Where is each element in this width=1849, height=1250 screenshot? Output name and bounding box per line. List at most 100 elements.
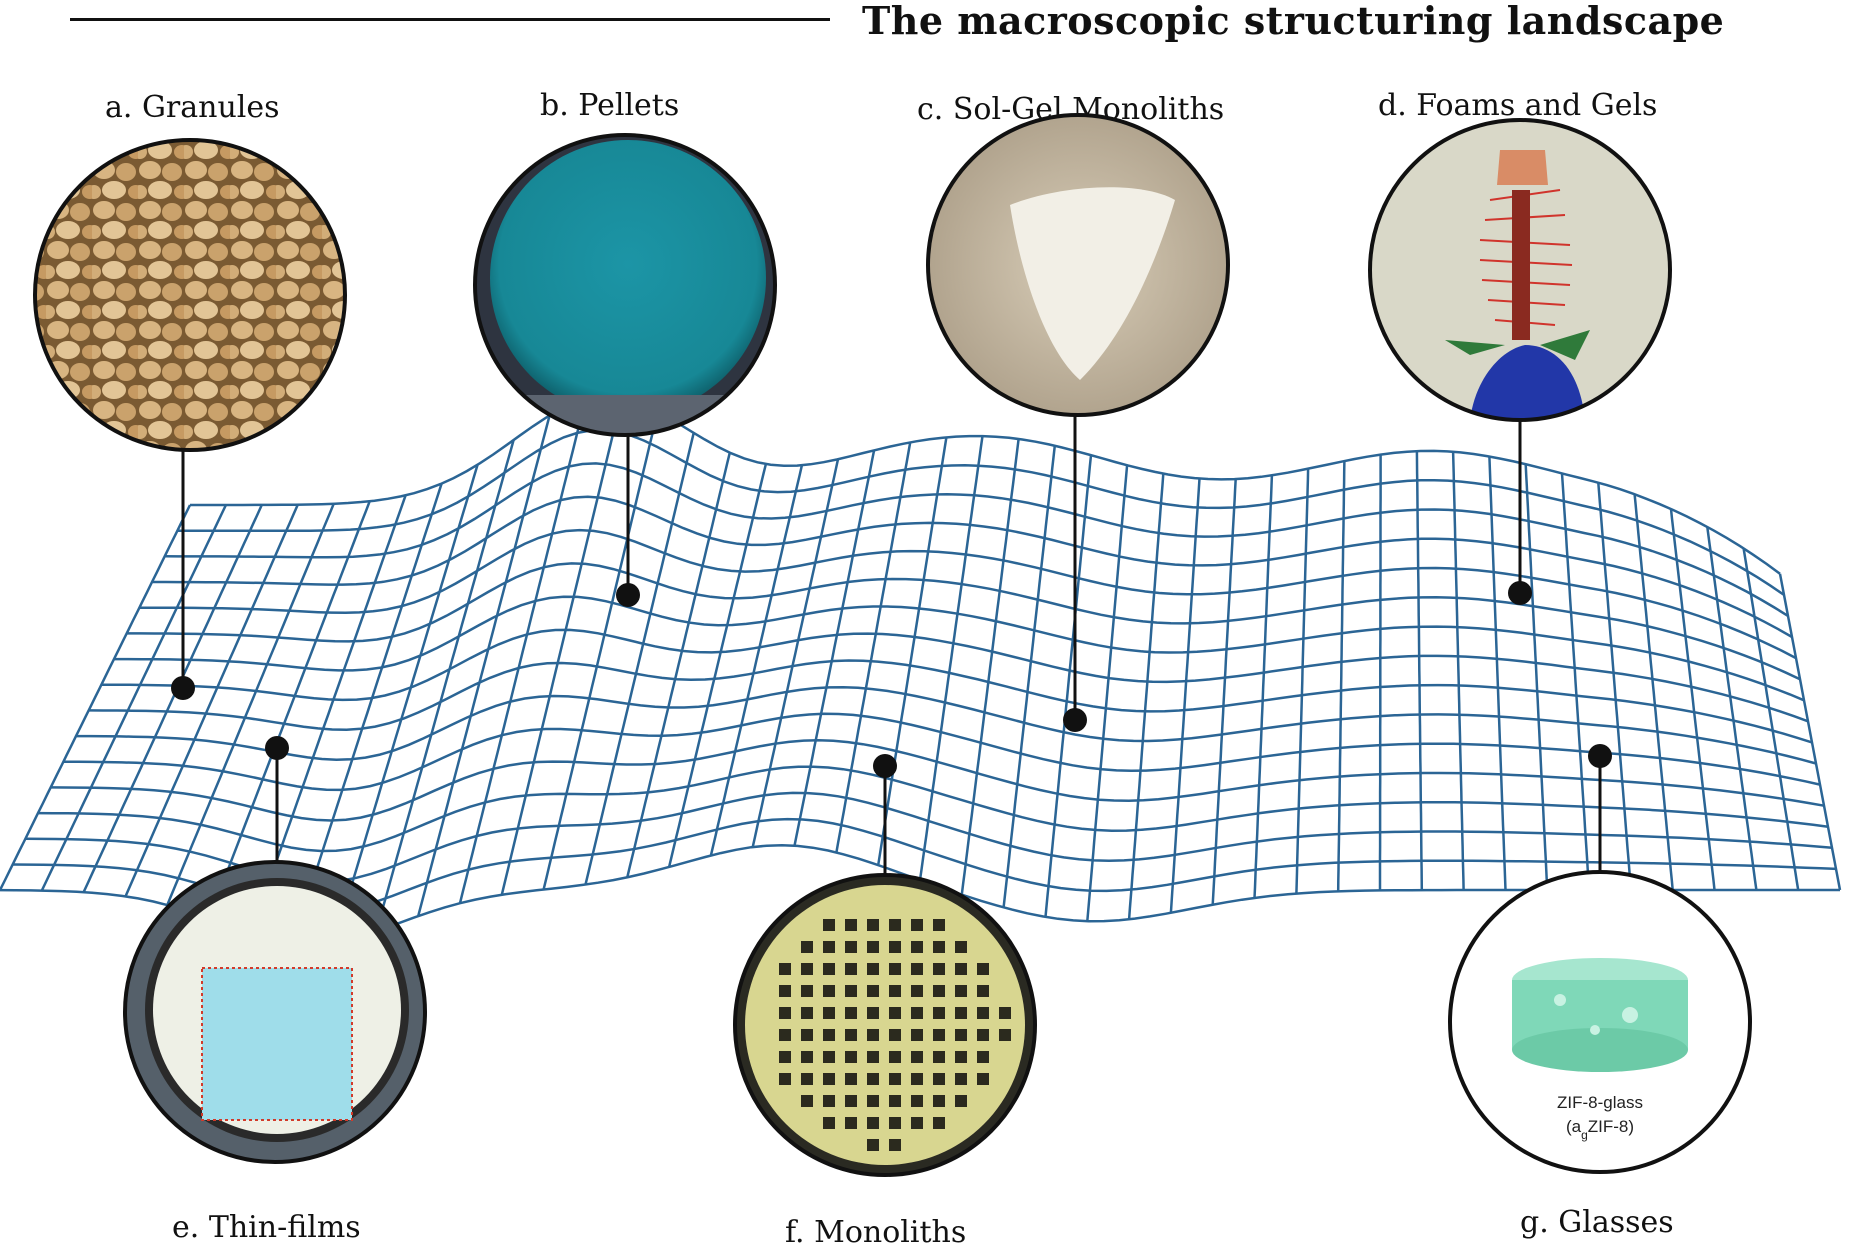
- monolith-channel: [845, 941, 857, 953]
- mesh-column-line: [458, 399, 587, 904]
- pellets-photo: [473, 133, 777, 437]
- monolith-channel: [955, 1095, 967, 1107]
- mesh-column-line: [166, 503, 335, 906]
- monolith-channel: [801, 1095, 813, 1107]
- dot-glasses: [1588, 744, 1612, 768]
- monolith-channel: [889, 919, 901, 931]
- monolith-channel: [889, 963, 901, 975]
- monolith-channel: [889, 1029, 901, 1041]
- mesh-column-line: [1706, 526, 1758, 891]
- monolith-channel: [955, 1007, 967, 1019]
- monolith-channel: [955, 941, 967, 953]
- monolith-channel: [933, 1073, 945, 1085]
- monolith-channel: [977, 1029, 989, 1041]
- monolith-channel: [779, 1007, 791, 1019]
- mesh-column-line: [1597, 482, 1633, 891]
- mesh-column-line: [626, 452, 732, 878]
- monolith-channel: [801, 963, 813, 975]
- monolith-photo: [733, 873, 1037, 1177]
- monolith-channel: [779, 1073, 791, 1085]
- monolith-channel: [801, 985, 813, 997]
- mesh-column-line: [1742, 548, 1800, 891]
- monolith-channel: [801, 1073, 813, 1085]
- monolith-channel: [823, 985, 835, 997]
- monolith-channel: [933, 919, 945, 931]
- monolith-channel: [999, 1007, 1011, 1019]
- monolith-channel: [845, 1007, 857, 1019]
- monolith-channel: [823, 941, 835, 953]
- monolith-channel: [867, 1117, 879, 1129]
- mesh-column-line: [542, 411, 659, 890]
- mesh-column-line: [709, 464, 804, 856]
- mesh-column-line: [835, 442, 912, 853]
- mesh-column-line: [584, 432, 695, 885]
- monolith-channel: [823, 1095, 835, 1107]
- monolith-channel: [889, 1073, 901, 1085]
- monolith-channel: [933, 941, 945, 953]
- monolith-channel: [823, 1029, 835, 1041]
- mesh-column-line: [1336, 460, 1346, 892]
- monolith-channel: [823, 1117, 835, 1129]
- monolith-channel: [779, 963, 791, 975]
- mesh-column-line: [1253, 475, 1274, 898]
- monolith-channel: [867, 1051, 879, 1063]
- dot-granules: [171, 676, 195, 700]
- monolith-channel: [977, 985, 989, 997]
- glass-photo: ZIF-8-glass (agZIF-8): [1448, 870, 1752, 1174]
- monolith-channel: [845, 1095, 857, 1107]
- mesh-column-line: [1415, 451, 1424, 891]
- mesh-column-line: [918, 435, 984, 881]
- mesh-column-line: [1378, 454, 1382, 891]
- mesh-column-line: [667, 463, 768, 868]
- monolith-channel: [933, 985, 945, 997]
- monolith-channel: [977, 1073, 989, 1085]
- monolith-channel: [801, 1007, 813, 1019]
- mesh-column-line: [1778, 573, 1842, 891]
- mesh-column-line: [1044, 455, 1093, 918]
- monolith-channel: [823, 1007, 835, 1019]
- dot-sol-gel: [1063, 708, 1087, 732]
- monolith-channel: [889, 1051, 901, 1063]
- monolith-channel: [867, 1095, 879, 1107]
- monolith-channel: [889, 1117, 901, 1129]
- monolith-channel: [889, 1007, 901, 1019]
- label-pellets: b. Pellets: [540, 88, 680, 123]
- monolith-channel: [867, 941, 879, 953]
- monolith-channel: [933, 1051, 945, 1063]
- monolith-channel: [823, 919, 835, 931]
- mesh-column-line: [1002, 445, 1057, 908]
- title-rule: [70, 18, 830, 21]
- monolith-channel: [955, 1029, 967, 1041]
- mesh-column-line: [1127, 473, 1165, 920]
- monolith-channel: [911, 1117, 923, 1129]
- monolith-channel: [845, 963, 857, 975]
- mesh-column-line: [960, 438, 1020, 895]
- mesh-column-line: [82, 504, 263, 893]
- monolith-channel: [911, 985, 923, 997]
- monolith-channel: [779, 985, 791, 997]
- label-granules: a. Granules: [105, 90, 280, 125]
- mesh-column-line: [1524, 464, 1549, 891]
- monolith-channel: [955, 985, 967, 997]
- connector-lines: [181, 415, 1602, 875]
- monolith-channel: [911, 941, 923, 953]
- monolith-channel: [933, 1029, 945, 1041]
- mesh-column-line: [1633, 494, 1674, 891]
- monolith-channel: [867, 1139, 879, 1151]
- label-glasses: g. Glasses: [1520, 1205, 1674, 1240]
- mesh-column-line: [1451, 451, 1465, 891]
- monolith-channel: [845, 919, 857, 931]
- monolith-channel: [911, 1073, 923, 1085]
- mesh-column-line: [375, 439, 515, 932]
- mesh-column-line: [0, 504, 192, 891]
- monolith-channel: [867, 1007, 879, 1019]
- glass-caption-line2: (agZIF-8): [1566, 1117, 1634, 1142]
- monolith-channel: [911, 963, 923, 975]
- monolith-channel: [823, 963, 835, 975]
- monolith-channel: [823, 1051, 835, 1063]
- monolith-channel: [977, 963, 989, 975]
- mesh-column-line: [1169, 478, 1201, 913]
- monolith-channel: [911, 919, 923, 931]
- monolith-channel: [801, 941, 813, 953]
- monolith-channel: [955, 963, 967, 975]
